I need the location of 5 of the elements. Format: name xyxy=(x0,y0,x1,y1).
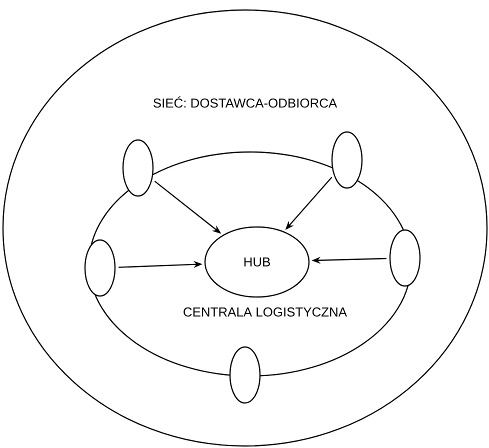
small-ellipse xyxy=(84,239,116,297)
small-ellipse xyxy=(389,229,421,287)
small-ellipse xyxy=(229,346,261,404)
small-ellipse xyxy=(331,131,363,189)
small-ellipse xyxy=(122,139,154,197)
